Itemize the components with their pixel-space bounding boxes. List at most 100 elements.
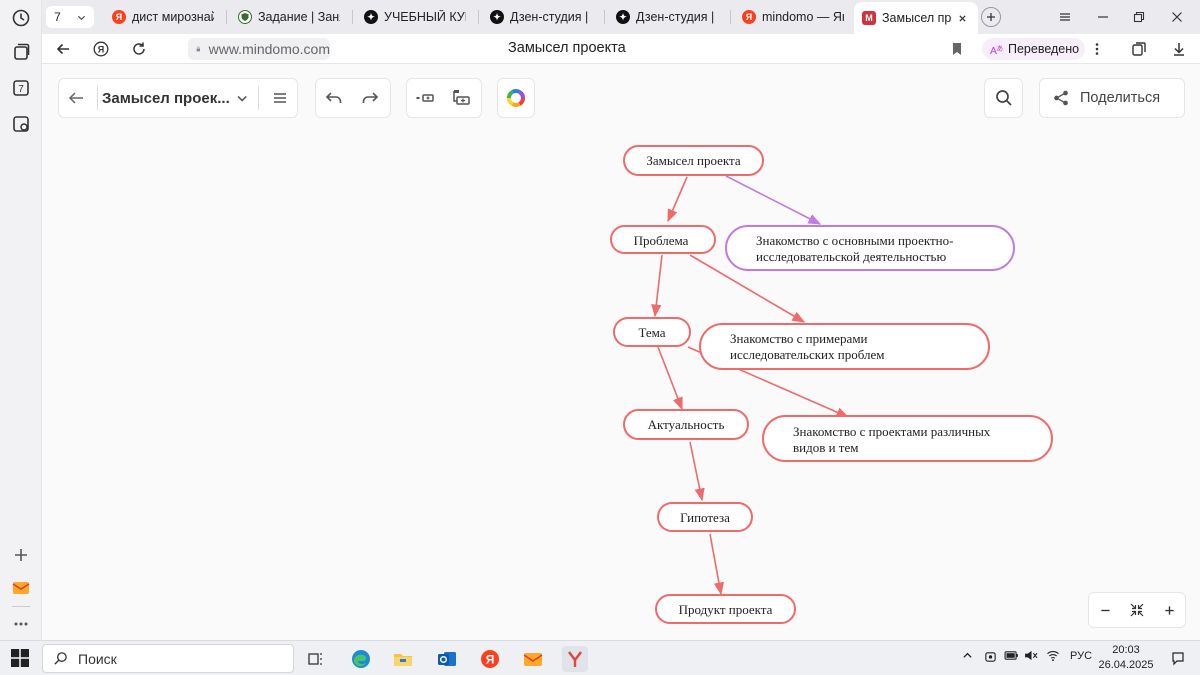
clock[interactable]: 20:03 26.04.2025	[1096, 643, 1156, 673]
plus-icon	[987, 13, 995, 21]
theme-group	[497, 78, 535, 118]
node-examples[interactable]: Знакомство с примерами исследовательских…	[699, 323, 990, 370]
add-panel-icon[interactable]	[9, 543, 33, 567]
color-wheel-icon[interactable]	[498, 78, 534, 118]
yandex-browser-icon[interactable]: Я	[477, 646, 503, 672]
yandex-active-app-icon[interactable]	[562, 646, 588, 672]
notifications-icon[interactable]	[1170, 650, 1186, 671]
battery-icon[interactable]	[1004, 650, 1019, 664]
tab-count-icon[interactable]: 7	[9, 76, 33, 100]
sparkle-icon: ✦	[364, 10, 378, 24]
url-field[interactable]: www.mindomo.com	[188, 38, 330, 60]
browser-sidebar: 7	[0, 0, 42, 640]
share-button[interactable]: Поделиться	[1039, 78, 1185, 118]
tray-chevron-up-icon[interactable]	[962, 650, 973, 664]
yandex-mail-icon[interactable]	[520, 646, 546, 672]
taskbar-search[interactable]: Поиск	[42, 644, 294, 673]
close-window-icon[interactable]	[1168, 8, 1186, 26]
redo-icon[interactable]	[352, 78, 388, 118]
node-theme[interactable]: Тема	[613, 317, 691, 347]
undo-icon[interactable]	[316, 78, 352, 118]
zoom-in-button[interactable]	[1156, 597, 1182, 623]
svg-text:あ: あ	[997, 44, 1004, 52]
tab-count: 7	[54, 10, 61, 24]
clock-time: 20:03	[1112, 644, 1140, 656]
tray-app-icon[interactable]	[984, 650, 997, 666]
svg-text:A: A	[990, 46, 997, 57]
outlook-icon[interactable]	[434, 646, 460, 672]
yandex-home-icon[interactable]: Я	[92, 40, 110, 58]
add-topic-icon[interactable]	[443, 78, 479, 118]
wifi-icon[interactable]	[1046, 650, 1060, 664]
mail-icon[interactable]	[9, 576, 33, 600]
map-title-toolbar: Замысел проек...	[58, 78, 298, 118]
new-tab-button[interactable]	[981, 7, 1001, 27]
translate-label: Переведено	[1008, 42, 1080, 56]
sparkle-icon: ✦	[616, 10, 630, 24]
shield-crest-icon	[238, 10, 252, 24]
volume-muted-icon[interactable]	[1024, 650, 1039, 664]
task-view-icon[interactable]	[303, 646, 329, 672]
mindomo-logo-icon: M	[862, 11, 876, 25]
tab-5[interactable]: ✦ Дзен-студия | Р	[608, 4, 726, 30]
taskbar: Поиск Я	[0, 640, 1200, 675]
keyboard-language[interactable]: РУС	[1070, 650, 1093, 662]
zoom-out-button[interactable]	[1092, 597, 1118, 623]
node-product-label: Продукт проекта	[679, 602, 773, 617]
minus-icon	[1100, 609, 1110, 611]
clock-date: 26.04.2025	[1098, 659, 1154, 671]
undo-redo-group	[315, 78, 391, 118]
hamburger-menu-icon[interactable]	[263, 78, 297, 118]
kebab-menu-icon[interactable]	[1088, 40, 1106, 58]
node-problem[interactable]: Проблема	[610, 225, 716, 254]
add-subtopic-icon[interactable]	[407, 78, 443, 118]
node-hypothesis[interactable]: Гипотеза	[657, 502, 753, 532]
back-arrow-icon[interactable]	[59, 78, 93, 118]
zoom-controls	[1088, 592, 1186, 628]
minimize-icon[interactable]	[1094, 8, 1112, 26]
edge-problem-examples	[689, 254, 806, 323]
collections-add-icon[interactable]	[1130, 40, 1148, 58]
fit-to-screen-button[interactable]	[1124, 597, 1150, 623]
map-name[interactable]: Замысел проек...	[101, 89, 230, 107]
menu-icon[interactable]	[1056, 8, 1074, 26]
tab-2[interactable]: Задание | Занят	[230, 4, 348, 30]
file-explorer-icon[interactable]	[390, 646, 416, 672]
tab-3[interactable]: ✦ УЧЕБНЫЙ КУРС	[356, 4, 474, 30]
bookmark-icon[interactable]	[948, 40, 966, 58]
download-icon[interactable]	[1170, 40, 1188, 58]
node-relevance[interactable]: Актуальность	[623, 409, 749, 440]
tab-1[interactable]: Я дист мирознай	[104, 4, 222, 30]
share-icon	[1054, 90, 1068, 106]
node-purple[interactable]: Знакомство с основными проектно- исследо…	[725, 225, 1015, 271]
restore-icon[interactable]	[1130, 8, 1148, 26]
node-problem-label: Проблема	[634, 233, 689, 248]
close-tab-icon[interactable]	[958, 14, 967, 23]
edge-root-problem	[667, 176, 688, 223]
windows-start-icon[interactable]	[11, 649, 29, 667]
screenshot-icon[interactable]	[9, 112, 33, 136]
more-icon[interactable]	[9, 612, 33, 636]
tab-6[interactable]: Я mindomo — Янд	[734, 4, 852, 30]
tab-group-counter[interactable]: 7	[46, 6, 94, 28]
node-root[interactable]: Замысел проекта	[623, 145, 764, 176]
collections-icon[interactable]	[9, 40, 33, 64]
node-product[interactable]: Продукт проекта	[655, 594, 796, 624]
tab-active[interactable]: M Замысел про	[854, 2, 978, 34]
edge-browser-icon[interactable]	[348, 646, 374, 672]
chevron-down-icon[interactable]	[236, 92, 248, 105]
search-icon[interactable]	[985, 78, 1022, 118]
node-purple-label: Знакомство с основными проектно- исследо…	[756, 233, 957, 264]
node-projects[interactable]: Знакомство с проектами различных видов и…	[762, 415, 1053, 462]
reload-icon[interactable]	[130, 40, 148, 58]
node-projects-label: Знакомство с проектами различных видов и…	[793, 424, 994, 455]
edge-hypothesis-product	[709, 533, 724, 596]
collapse-arrows-icon	[1130, 603, 1144, 617]
history-icon[interactable]	[9, 6, 33, 30]
tab-4[interactable]: ✦ Дзен-студия | У	[482, 4, 600, 30]
mindmap-canvas[interactable]: Замысел проекта Проблема Знакомство с ос…	[42, 64, 1200, 640]
back-icon[interactable]	[54, 40, 72, 58]
